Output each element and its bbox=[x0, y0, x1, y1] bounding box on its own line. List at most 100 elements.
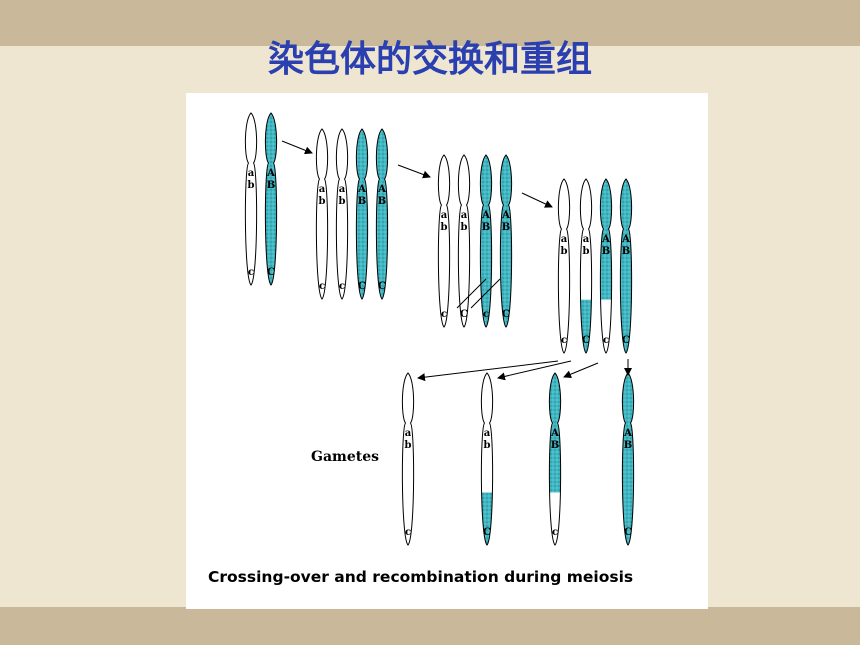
crossing-over-chromosome-3: ABc bbox=[479, 154, 493, 328]
homologous-pair-chromosome-2-outline bbox=[264, 112, 278, 286]
replicated-chromosome-4-outline bbox=[375, 128, 389, 300]
recombined-chromosome-4-outline bbox=[619, 178, 633, 354]
recombined-chromosome-4-segment bbox=[620, 179, 632, 353]
gene-label: B bbox=[482, 222, 490, 233]
homologous-pair-chromosome-1-outline bbox=[244, 112, 258, 286]
recombined-chromosome-2-outline bbox=[579, 178, 593, 354]
replicated-chromosome-2: abc bbox=[335, 128, 349, 300]
gene-label: a bbox=[405, 428, 412, 439]
gene-label: b bbox=[248, 180, 255, 191]
gene-label: B bbox=[502, 222, 510, 233]
gene-label: b bbox=[319, 196, 326, 207]
gamete-chromosome-1-outline bbox=[401, 372, 415, 546]
gene-label: B bbox=[267, 180, 275, 191]
gamete-chromosome-1: ab c bbox=[401, 372, 415, 546]
chromosome-layer: abcABCabcabcABCABCabcabCABcABCabcabCABcA… bbox=[244, 112, 635, 546]
gamete-chromosome-3-outline bbox=[548, 372, 562, 546]
crossing-over-chromosome-1: ab c bbox=[437, 154, 451, 328]
gamete-chromosome-2-segment bbox=[481, 492, 493, 545]
gene-label: C bbox=[378, 281, 386, 292]
recombined-chromosome-2: abC bbox=[579, 178, 593, 354]
crossing-over-chromosome-3-outline bbox=[479, 154, 493, 328]
homologous-pair-chromosome-2: AB C bbox=[264, 112, 278, 286]
gene-label: c bbox=[552, 527, 558, 538]
arrow-5 bbox=[497, 360, 572, 381]
gene-label: a bbox=[319, 184, 326, 195]
crossing-over-chromosome-2-segment bbox=[458, 155, 470, 327]
gene-label: C bbox=[582, 335, 590, 346]
gene-label: c bbox=[483, 309, 489, 320]
gene-label: c bbox=[561, 335, 567, 346]
gene-label: c bbox=[441, 309, 447, 320]
gene-label: c bbox=[339, 281, 345, 292]
slide-title: 染色体的交换和重组 bbox=[267, 39, 592, 80]
homologous-pair-chromosome-2-segment bbox=[265, 113, 277, 285]
recombined-chromosome-4: AB C bbox=[619, 178, 633, 354]
gene-label: A bbox=[377, 184, 386, 195]
crossing-over-chromosome-2-outline bbox=[457, 154, 471, 328]
gene-label: A bbox=[550, 428, 559, 439]
gene-label: a bbox=[484, 428, 491, 439]
gene-label: b bbox=[405, 440, 412, 451]
replicated-chromosome-2-segment bbox=[336, 129, 348, 299]
crossover-x bbox=[456, 278, 501, 309]
gamete-chromosome-4-segment bbox=[622, 373, 634, 545]
gene-label: B bbox=[624, 440, 632, 451]
gamete-chromosome-3: ABc bbox=[548, 372, 562, 546]
crossing-over-chromosome-4: AB C bbox=[499, 154, 513, 328]
gene-label: C bbox=[622, 335, 630, 346]
gene-label: A bbox=[501, 210, 510, 221]
recombined-chromosome-3-outline bbox=[599, 178, 613, 354]
gene-label: C bbox=[460, 309, 468, 320]
crossing-over-chromosome-1-segment bbox=[438, 155, 450, 327]
gene-label: A bbox=[601, 234, 610, 245]
gamete-chromosome-2-outline bbox=[480, 372, 494, 546]
crossing-over-diagram: abcABCabcabcABCABCabcabCABcABCabcabCABcA… bbox=[208, 112, 635, 586]
recombined-chromosome-3: ABc bbox=[599, 178, 613, 354]
recombined-chromosome-1-outline bbox=[557, 178, 571, 354]
gene-label: C bbox=[267, 267, 275, 278]
arrow-6 bbox=[563, 362, 599, 379]
replicated-chromosome-1-outline bbox=[315, 128, 329, 300]
bottom-decorative-border bbox=[0, 607, 860, 645]
replicated-chromosome-3-outline bbox=[355, 128, 369, 300]
gene-label: A bbox=[266, 168, 275, 179]
homologous-pair-chromosome-1-segment bbox=[245, 113, 257, 285]
recombined-chromosome-2-segment bbox=[580, 179, 592, 300]
gene-label: A bbox=[623, 428, 632, 439]
arrow-1 bbox=[281, 140, 313, 155]
arrow-4 bbox=[417, 360, 559, 382]
replicated-chromosome-4-segment bbox=[376, 129, 388, 299]
gene-label: a bbox=[441, 210, 448, 221]
gene-label: b bbox=[583, 246, 590, 257]
gene-label: a bbox=[461, 210, 468, 221]
replicated-chromosome-1: ab c bbox=[315, 128, 329, 300]
gene-label: A bbox=[357, 184, 366, 195]
gamete-chromosome-2-segment bbox=[481, 373, 493, 493]
crossing-over-chromosome-4-outline bbox=[499, 154, 513, 328]
gamete-chromosome-3-segment bbox=[549, 373, 561, 493]
recombined-chromosome-1-segment bbox=[558, 179, 570, 353]
gene-label: C bbox=[624, 527, 632, 538]
gene-label: b bbox=[561, 246, 568, 257]
recombined-chromosome-3-segment bbox=[600, 299, 612, 353]
gene-label: C bbox=[502, 309, 510, 320]
gene-label: C bbox=[358, 281, 366, 292]
gene-label: c bbox=[319, 281, 325, 292]
crossing-over-chromosome-2: abC bbox=[457, 154, 471, 328]
gene-label: c bbox=[405, 527, 411, 538]
gene-label: B bbox=[378, 196, 386, 207]
recombined-chromosome-3-segment bbox=[600, 179, 612, 300]
arrow-3 bbox=[521, 192, 553, 208]
gene-label: C bbox=[483, 527, 491, 538]
gene-label: A bbox=[621, 234, 630, 245]
gene-label: a bbox=[339, 184, 346, 195]
crossing-over-chromosome-1-outline bbox=[437, 154, 451, 328]
gamete-chromosome-2: abC bbox=[480, 372, 494, 546]
recombined-chromosome-2-segment bbox=[580, 299, 592, 353]
top-decorative-border bbox=[0, 0, 860, 46]
gene-label: B bbox=[622, 246, 630, 257]
gene-label: b bbox=[441, 222, 448, 233]
gamete-chromosome-3-segment bbox=[549, 492, 561, 545]
